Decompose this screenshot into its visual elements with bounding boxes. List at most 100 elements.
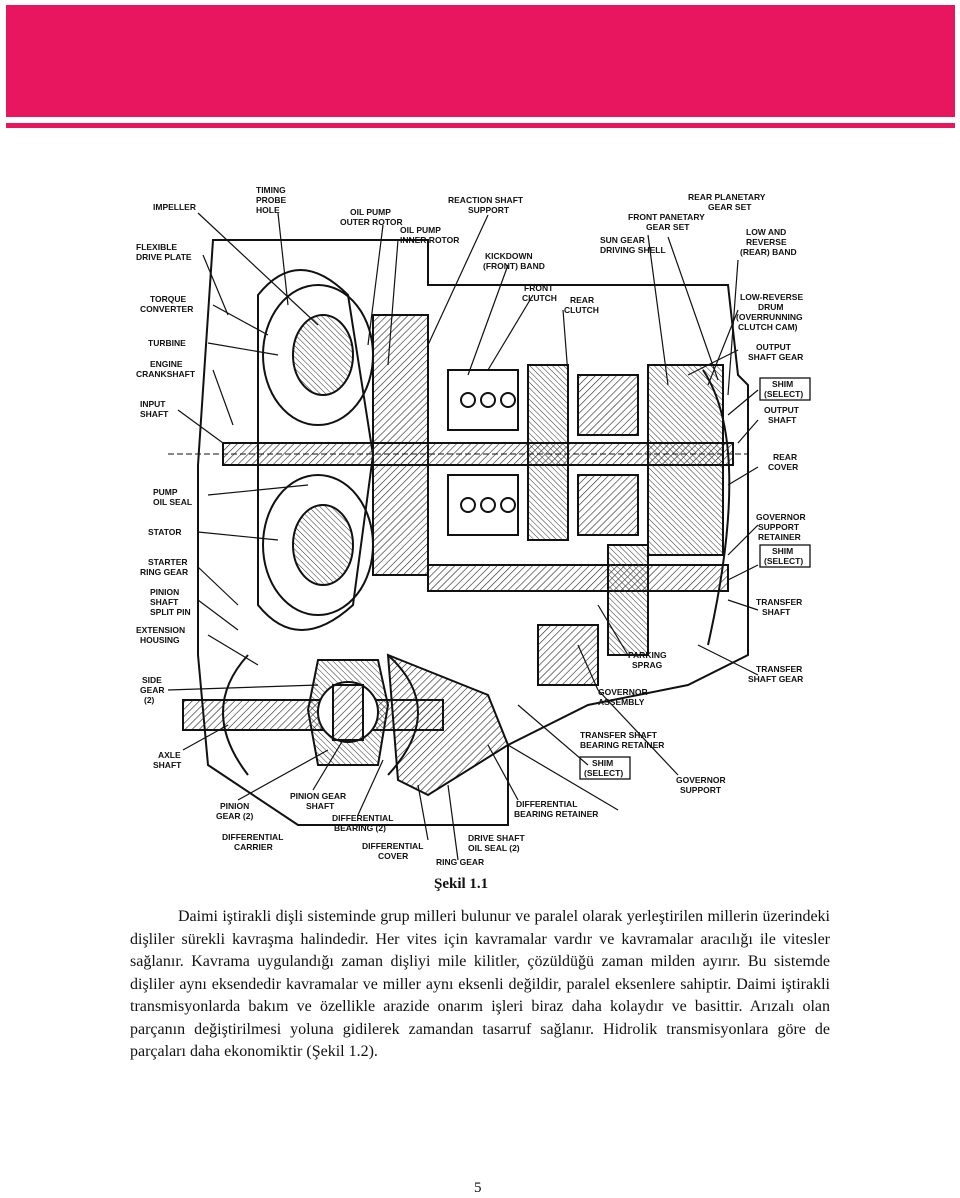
label-oil-inner-1: OIL PUMP <box>400 225 441 235</box>
label-pinion-gear-2: GEAR (2) <box>216 811 253 821</box>
label-input-2: SHAFT <box>140 409 169 419</box>
label-tsbr-1: TRANSFER SHAFT <box>580 730 658 740</box>
label-pinion-pin-3: SPLIT PIN <box>150 607 191 617</box>
label-diff-ret-2: BEARING RETAINER <box>514 809 598 819</box>
label-governor-ret-2: SUPPORT <box>758 522 800 532</box>
label-engine-2: CRANKSHAFT <box>136 369 196 379</box>
label-axle-1: AXLE <box>158 750 181 760</box>
label-reaction-1: REACTION SHAFT <box>448 195 524 205</box>
label-shim2-1: SHIM <box>772 546 793 556</box>
label-shim2-2: (SELECT) <box>764 556 803 566</box>
shim-box-3 <box>579 756 631 780</box>
label-shim-select-2: (SELECT) <box>764 389 803 399</box>
label-side-gear-3: (2) <box>144 695 155 705</box>
label-ring-gear: RING GEAR <box>436 857 484 867</box>
label-pinion-pin-1: PINION <box>150 587 179 597</box>
label-lowrev-drum-1: LOW-REVERSE <box>740 292 803 302</box>
label-front-clutch-2: CLUTCH <box>522 293 557 303</box>
label-kickdown-1: KICKDOWN <box>485 251 533 261</box>
label-rear-cover-1: REAR <box>773 452 797 462</box>
label-torque-1: TORQUE <box>150 294 187 304</box>
label-transfer-gear-1: TRANSFER <box>756 664 802 674</box>
label-front-clutch-1: FRONT <box>524 283 554 293</box>
label-timing-3: HOLE <box>256 205 280 215</box>
label-front-panetary-2: GEAR SET <box>646 222 690 232</box>
label-reaction-2: SUPPORT <box>468 205 510 215</box>
label-flex-2: DRIVE PLATE <box>136 252 192 262</box>
label-shim-select-1: SHIM <box>772 379 793 389</box>
label-pinion-gear-1: PINION <box>220 801 249 811</box>
label-extension-2: HOUSING <box>140 635 180 645</box>
label-rear-clutch-2: CLUTCH <box>564 305 599 315</box>
label-lowrev-drum-4: CLUTCH CAM) <box>738 322 798 332</box>
shim-box-1 <box>759 377 811 401</box>
header-banner <box>6 5 955 117</box>
label-kickdown-2: (FRONT) BAND <box>483 261 545 271</box>
label-pinion-gear-shaft-2: SHAFT <box>306 801 335 811</box>
label-governor-ret-1: GOVERNOR <box>756 512 806 522</box>
body-paragraph-text: Daimi iştirakli dişli sisteminde grup mi… <box>130 908 830 1060</box>
label-side-gear-2: GEAR <box>140 685 165 695</box>
housing-drawing <box>168 239 749 826</box>
label-shim3-1: SHIM <box>592 758 613 768</box>
label-rear-planetary-1: REAR PLANETARY <box>688 192 766 202</box>
label-shim3-2: (SELECT) <box>584 768 623 778</box>
label-starter-2: RING GEAR <box>140 567 188 577</box>
label-oil-inner-2: INNER ROTOR <box>400 235 459 245</box>
label-starter-1: STARTER <box>148 557 188 567</box>
header-rule <box>6 123 955 128</box>
label-input-1: INPUT <box>140 399 166 409</box>
label-torque-2: CONVERTER <box>140 304 193 314</box>
label-axle-2: SHAFT <box>153 760 182 770</box>
label-rear-cover-2: COVER <box>768 462 798 472</box>
label-stator: STATOR <box>148 527 182 537</box>
transmission-diagram: IMPELLER TIMING PROBE HOLE OIL PUMP OUTE… <box>136 185 811 867</box>
transmission-cutaway-figure: IMPELLER TIMING PROBE HOLE OIL PUMP OUTE… <box>128 185 828 870</box>
figure-labels: IMPELLER TIMING PROBE HOLE OIL PUMP OUTE… <box>136 185 811 867</box>
label-governor-asm-2: ASSEMBLY <box>598 697 645 707</box>
label-output-shaft-2: SHAFT <box>768 415 797 425</box>
label-oil-outer-1: OIL PUMP <box>350 207 391 217</box>
label-diff-carrier-1: DIFFERENTIAL <box>222 832 283 842</box>
body-paragraph: Daimi iştirakli dişli sisteminde grup mi… <box>130 906 830 1064</box>
label-parking-1: PARKING <box>628 650 667 660</box>
label-front-panetary-1: FRONT PANETARY <box>628 212 705 222</box>
label-sun-gear-2: DRIVING SHELL <box>600 245 666 255</box>
label-lowrev-drum-3: (OVERRUNNING <box>736 312 803 322</box>
label-drive-seal-2: OIL SEAL (2) <box>468 843 520 853</box>
label-transfer-gear-2: SHAFT GEAR <box>748 674 803 684</box>
label-rear-clutch-1: REAR <box>570 295 594 305</box>
label-oil-outer-2: OUTER ROTOR <box>340 217 403 227</box>
label-sun-gear-1: SUN GEAR <box>600 235 645 245</box>
label-low-rev-1: LOW AND <box>746 227 786 237</box>
label-pump-seal-2: OIL SEAL <box>153 497 192 507</box>
label-lowrev-drum-2: DRUM <box>758 302 784 312</box>
label-diff-bearing-1: DIFFERENTIAL <box>332 813 393 823</box>
label-governor-ret-3: RETAINER <box>758 532 801 542</box>
label-extension-1: EXTENSION <box>136 625 185 635</box>
label-output-gear-1: OUTPUT <box>756 342 792 352</box>
label-diff-carrier-2: CARRIER <box>234 842 273 852</box>
label-flex-1: FLEXIBLE <box>136 242 177 252</box>
label-diff-ret-1: DIFFERENTIAL <box>516 799 577 809</box>
shim-box-2 <box>759 544 811 568</box>
label-pinion-gear-shaft-1: PINION GEAR <box>290 791 346 801</box>
label-tsbr-2: BEARING RETAINER <box>580 740 664 750</box>
label-turbine: TURBINE <box>148 338 186 348</box>
label-parking-2: SPRAG <box>632 660 663 670</box>
label-diff-bearing-2: BEARING (2) <box>334 823 386 833</box>
leader-lines <box>167 212 759 861</box>
label-timing-1: TIMING <box>256 185 286 195</box>
label-transfer-shaft-1: TRANSFER <box>756 597 802 607</box>
label-governor-asm-1: GOVERNOR <box>598 687 648 697</box>
label-timing-2: PROBE <box>256 195 287 205</box>
label-engine-1: ENGINE <box>150 359 183 369</box>
label-low-rev-3: (REAR) BAND <box>740 247 797 257</box>
label-pinion-pin-2: SHAFT <box>150 597 179 607</box>
figure-caption: Şekil 1.1 <box>434 876 489 892</box>
label-low-rev-2: REVERSE <box>746 237 787 247</box>
label-rear-planetary-2: GEAR SET <box>708 202 752 212</box>
label-pump-seal-1: PUMP <box>153 487 178 497</box>
label-gov-support-2: SUPPORT <box>680 785 722 795</box>
label-side-gear-1: SIDE <box>142 675 162 685</box>
